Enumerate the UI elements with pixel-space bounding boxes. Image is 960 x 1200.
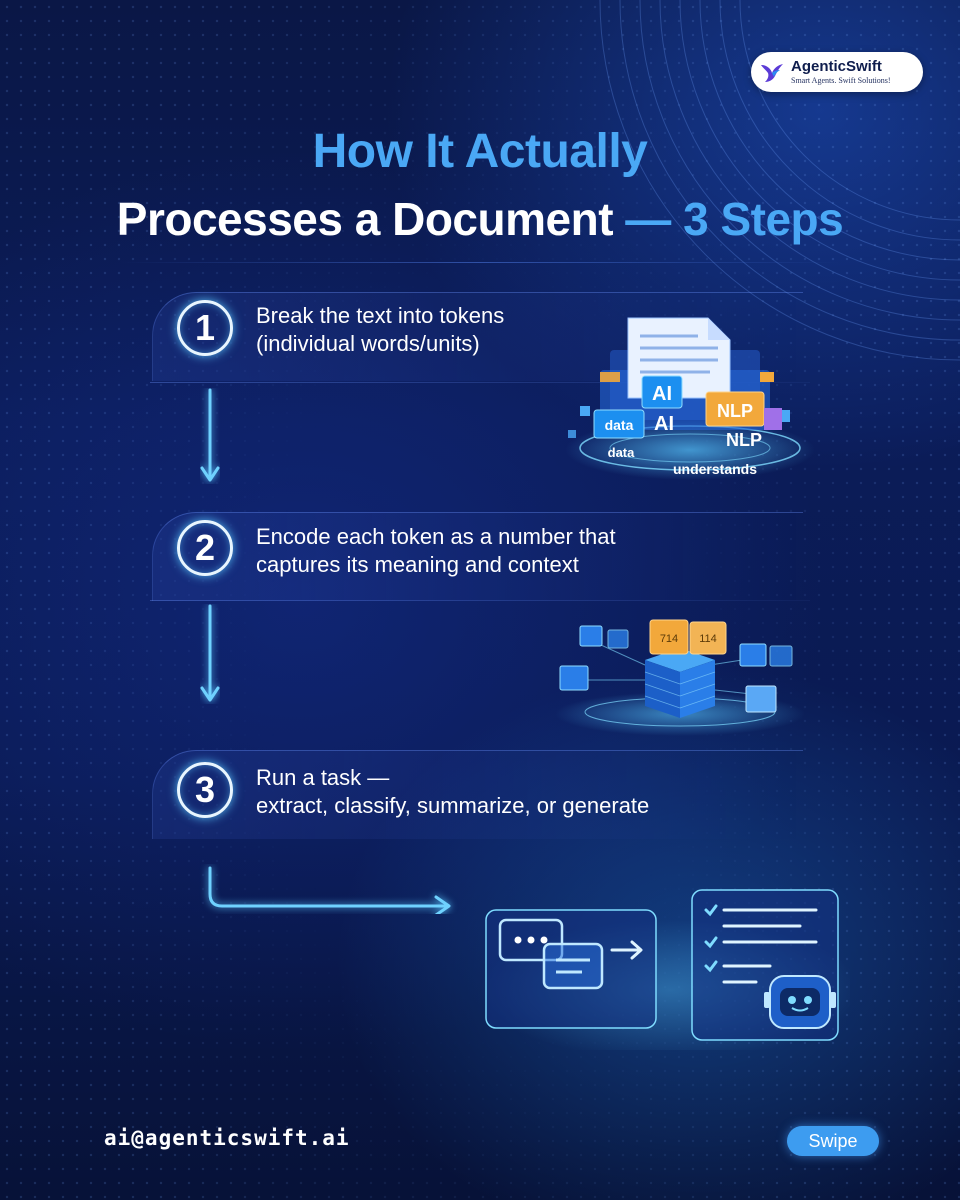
hummingbird-logo-icon — [761, 64, 783, 82]
step-1-line1: Break the text into tokens — [256, 303, 505, 328]
step-2-line2: captures its meaning and context — [256, 552, 579, 577]
step-3-text: Run a task — extract, classify, summariz… — [256, 764, 649, 820]
decorative-arcs — [599, 0, 960, 361]
step-2-line1: Encode each token as a number that — [256, 524, 616, 549]
tokenization-illustration: AI AI NLP NLP data data understands — [565, 317, 815, 480]
down-arrow-icon — [200, 604, 220, 702]
swipe-button[interactable]: Swipe — [787, 1126, 879, 1156]
token-number-714: 714 — [660, 633, 678, 645]
brand-name: AgenticSwift — [791, 58, 882, 75]
encoding-illustration: 714 114 — [555, 619, 805, 736]
step-1-line2: (individual words/units) — [256, 331, 480, 356]
step-2-divider — [150, 600, 810, 601]
step-3-number: 3 — [177, 762, 233, 818]
step-2-number: 2 — [177, 520, 233, 576]
page-title-line2: Processes a Document — 3 Steps — [0, 192, 960, 246]
arrow-right-icon — [610, 940, 643, 960]
step-2-text: Encode each token as a number that captu… — [256, 523, 616, 579]
token-number-114: 114 — [699, 633, 717, 645]
step-3-panel — [152, 750, 803, 839]
page-title-line1: How It Actually — [312, 125, 648, 178]
step-3-line2: extract, classify, summarize, or generat… — [256, 793, 650, 818]
brand-tagline: Smart Agents. Swift Solutions! — [791, 76, 891, 85]
token-ai-label: AI — [654, 413, 674, 435]
brand-logo: AgenticSwift Smart Agents. Swift Solutio… — [751, 52, 923, 92]
elbow-arrow-icon — [208, 866, 451, 914]
step-2-panel — [152, 512, 803, 601]
token-nlp-label: NLP — [726, 430, 762, 450]
token-nlp-box: NLP — [717, 401, 753, 421]
step-1-text: Break the text into tokens (individual w… — [256, 302, 504, 358]
step-1-number: 1 — [177, 300, 233, 356]
step-1-divider — [150, 382, 810, 383]
step-3-line1: Run a task — — [256, 765, 390, 790]
contact-email[interactable]: ai@agenticswift.ai — [104, 1126, 350, 1150]
task-output-illustration — [480, 889, 850, 1050]
token-understands-label: understands — [673, 461, 757, 477]
title-main: Processes a Document — [116, 193, 614, 245]
token-ai-box: AI — [652, 383, 672, 405]
checklist-icon — [704, 904, 818, 984]
title-divider — [120, 262, 840, 263]
down-arrow-icon — [200, 388, 220, 482]
title-accent: — 3 Steps — [625, 193, 844, 245]
robot-icon — [764, 975, 836, 1029]
token-data-box: data — [605, 417, 634, 433]
chat-bubble-icon — [498, 918, 604, 990]
token-data-label: data — [608, 445, 636, 460]
